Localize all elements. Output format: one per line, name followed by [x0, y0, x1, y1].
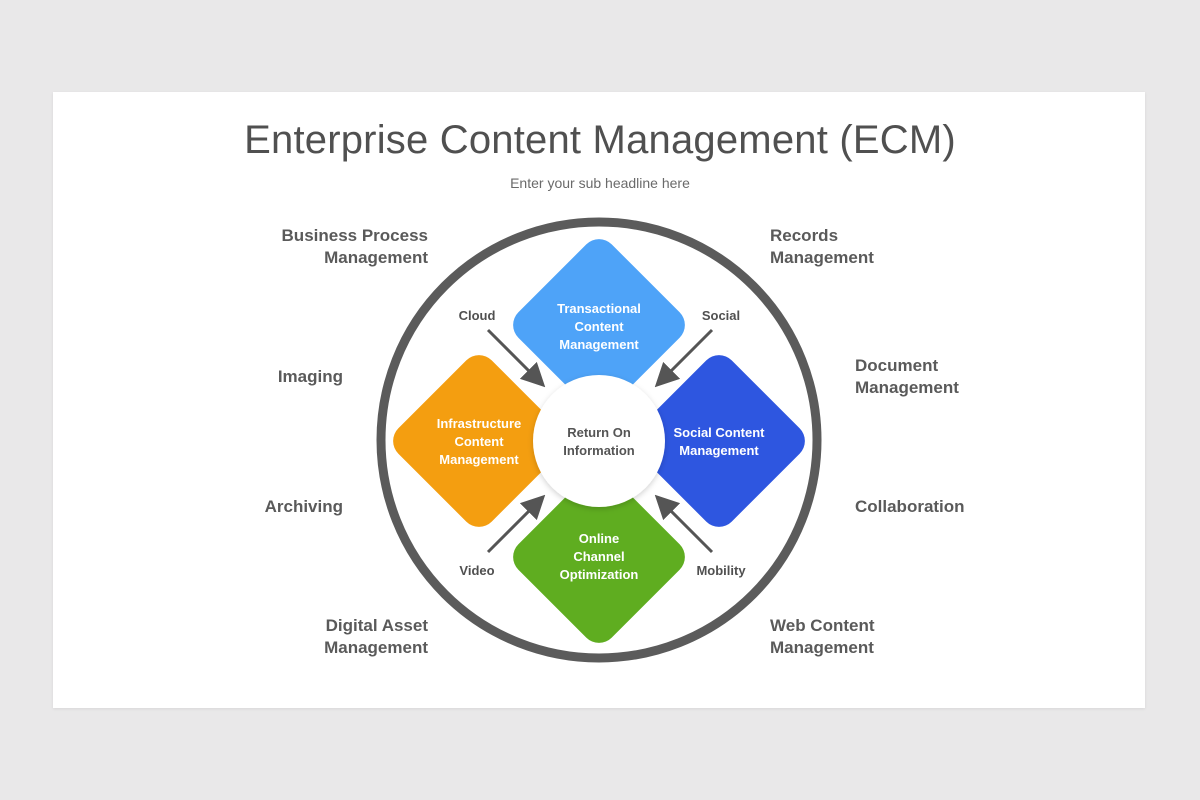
label-web-content: Web Content Management [770, 616, 875, 657]
segment-bottom-shape [513, 471, 685, 643]
arrow-label-video: Video [459, 563, 495, 578]
segment-right-label: Social Content Management [673, 425, 765, 458]
segment-top-label: Transactional Content Management [557, 301, 641, 352]
label-collaboration: Collaboration [855, 497, 965, 516]
segment-top-shape [513, 239, 685, 411]
label-records: Records Management [770, 226, 874, 267]
segment-left-label: Infrastructure Content Management [436, 416, 522, 467]
page-subtitle: Enter your sub headline here [510, 175, 690, 191]
label-document: Document Management [855, 356, 959, 397]
arrow-social [654, 328, 714, 388]
segment-right-shape [633, 355, 805, 527]
arrow-cloud [486, 328, 546, 388]
outer-ring [376, 217, 822, 663]
arrow-label-cloud: Cloud [458, 308, 496, 323]
arrow-label-mobility: Mobility [696, 563, 746, 578]
segment-left-shape [393, 355, 565, 527]
label-business-process: Business Process Management [281, 226, 428, 267]
arrow-mobility [654, 494, 714, 554]
label-archiving: Archiving [264, 497, 343, 516]
arrow-label-social: Social [701, 308, 741, 323]
label-imaging: Imaging [277, 367, 343, 386]
arrow-video [486, 494, 546, 554]
segment-bottom-label: Online Channel Optimization [559, 531, 639, 582]
center-label: Return On Information [563, 425, 635, 458]
label-digital-asset: Digital Asset Management [324, 616, 428, 657]
center-circle [533, 375, 665, 507]
page-title: Enterprise Content Management (ECM) [244, 118, 956, 162]
